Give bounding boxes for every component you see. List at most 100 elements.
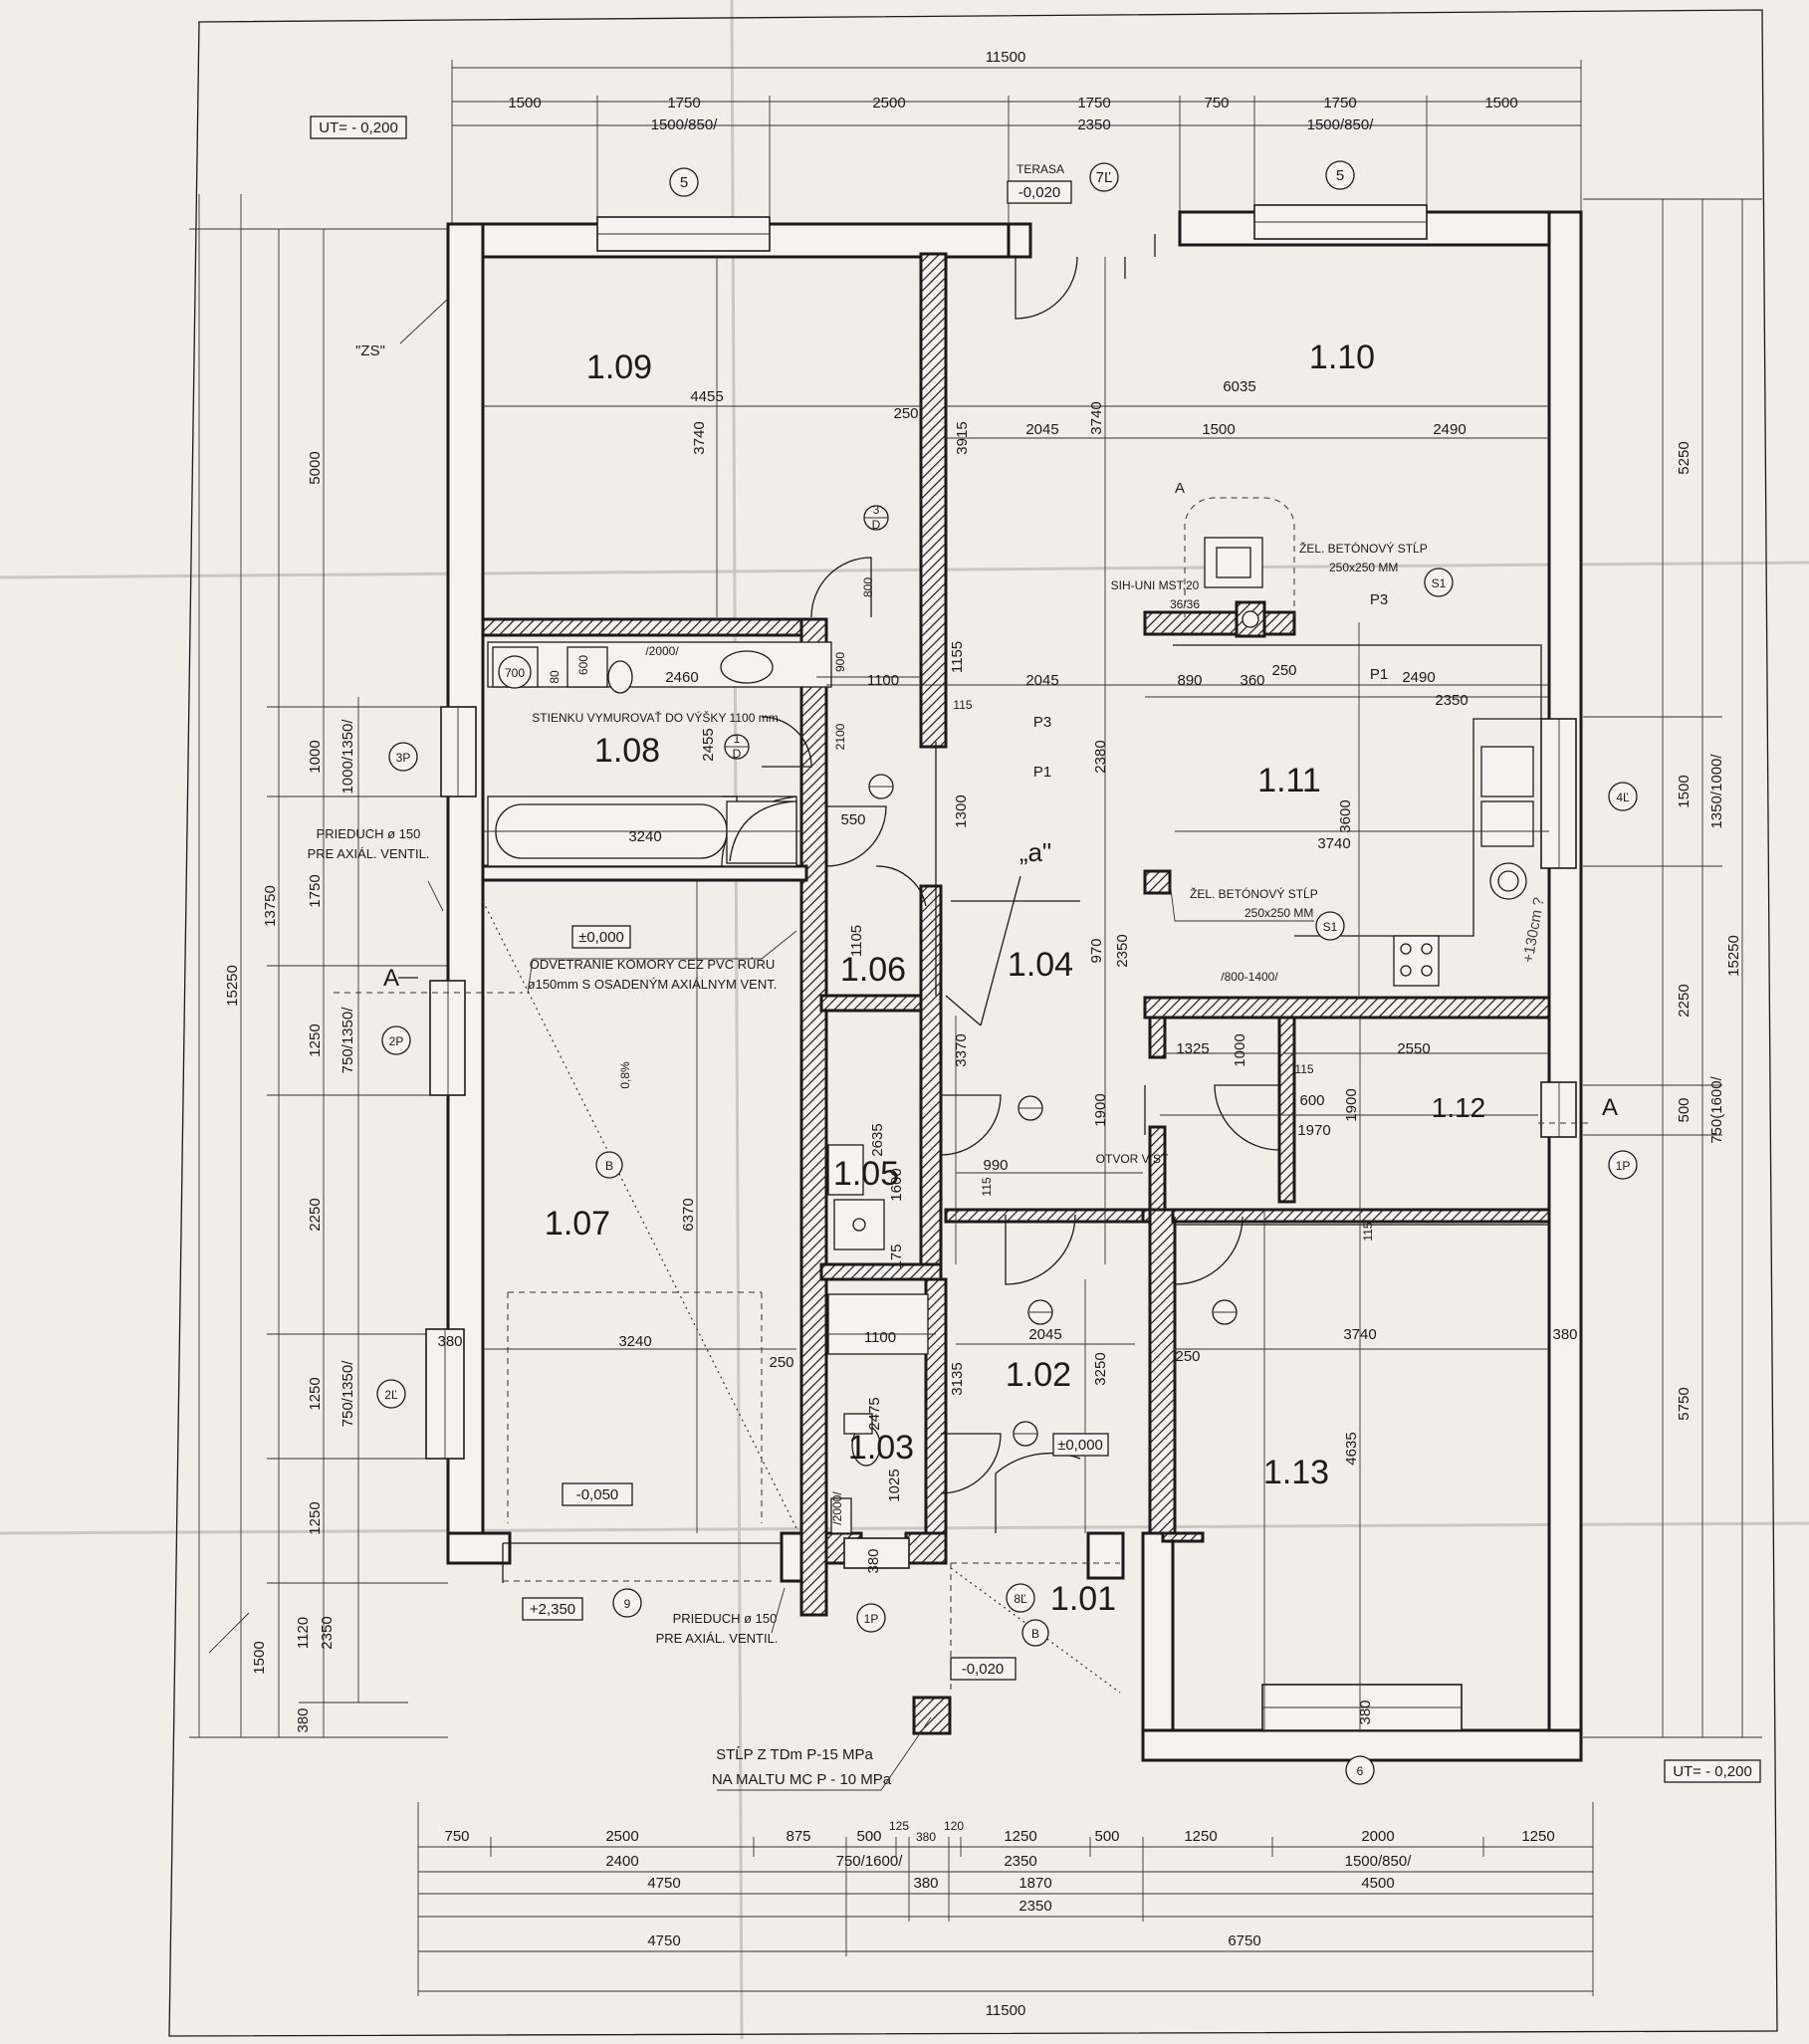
marker-p3-hall: P3 [1033, 714, 1051, 731]
dim-2045-c: 2045 [1028, 1326, 1061, 1343]
marker-window-6: 6 [1357, 1764, 1364, 1778]
level-box-outside [522, 1597, 583, 1621]
dim-top-window-2: 1500/850/ [1307, 116, 1375, 133]
section-lines [334, 875, 1593, 1694]
dim-4635: 4635 [1343, 1432, 1360, 1465]
dim-250-d: 250 [1175, 1348, 1200, 1365]
marker-window-1p-bottom: 1P [864, 1612, 879, 1626]
level-room-102: ±0,000 [1057, 1437, 1103, 1454]
dim-bottom-500a: 500 [856, 1828, 881, 1845]
dim-1100-a: 1100 [867, 672, 899, 689]
dim-right-window-1p: 750(1600/ [1708, 1075, 1725, 1143]
dim-top-door: 2350 [1077, 116, 1110, 133]
note-column-2b: 250x250 MM [1244, 906, 1313, 920]
dim-bottom-1250b: 1250 [1184, 1828, 1217, 1845]
dim-bottom-4750b: 4750 [647, 1932, 680, 1949]
section-b-marker-1: B [605, 1159, 613, 1173]
dim-right-window-4l: 1350/1000/ [1708, 754, 1725, 829]
marker-p1-kitchen: P1 [1370, 666, 1388, 683]
dim-left-1250b: 1250 [307, 1377, 324, 1410]
dim-bottom-window: 1500/850/ [1345, 1853, 1413, 1870]
dim-3915: 3915 [954, 421, 971, 454]
room-1-05: 1.05 [833, 1155, 899, 1193]
dim-1325: 1325 [1176, 1040, 1209, 1057]
dim-380-c: 380 [865, 1548, 882, 1573]
marker-window-5a: 5 [680, 174, 688, 191]
room-1-04: 1.04 [1008, 946, 1073, 984]
dim-890: 890 [1177, 672, 1202, 689]
dim-left-outer: 15250 [224, 965, 241, 1007]
left-dimension-lines [189, 194, 449, 1738]
paper-fold-h2 [0, 1521, 1809, 1535]
level-box-ut-top [310, 115, 407, 139]
room-1-13: 1.13 [1263, 1454, 1329, 1491]
dim-600-b: 600 [576, 655, 590, 675]
dim-top-1: 1500 [508, 95, 541, 112]
note-column-1b: 250x250 MM [1329, 561, 1398, 574]
dim-bottom-125: 125 [889, 1819, 909, 1833]
note-column-2a: ŽEL. BETÓNOVÝ STĹP [1190, 886, 1318, 901]
dim-3370: 3370 [953, 1033, 970, 1066]
note-chimney: SIH-UNI MST.20 [1111, 578, 1200, 592]
column-s1-marker-a: S1 [1432, 576, 1447, 590]
room-1-11: 1.11 [1257, 762, 1321, 799]
dim-bottom-total: 11500 [986, 2002, 1026, 2019]
dim-bottom-875: 875 [786, 1828, 810, 1845]
room-1-06: 1.06 [840, 951, 906, 989]
dim-top-window-1: 1500/850/ [651, 116, 719, 133]
dim-1970: 1970 [1297, 1122, 1330, 1139]
dim-250-c: 250 [769, 1354, 793, 1371]
dim-bottom-500b: 500 [1094, 1828, 1119, 1845]
window-markers [376, 160, 1638, 1785]
dim-left-window-2l: 750/1350/ [339, 1360, 356, 1428]
paper-fold-v1 [730, 0, 744, 2040]
dim-380-a: 380 [437, 1333, 462, 1350]
room-1-01: 1.01 [1050, 1580, 1116, 1618]
exterior-walls [446, 210, 1583, 1762]
marker-p1-hall: P1 [1033, 764, 1051, 781]
room-1-10: 1.10 [1309, 339, 1375, 376]
dim-2475: 2475 [866, 1397, 883, 1430]
room-1-08: 1.08 [594, 732, 660, 770]
dim-1100-b: 1100 [864, 1329, 896, 1346]
marker-window-2l: 2Ľ [384, 1388, 398, 1402]
dim-600: 600 [1299, 1092, 1324, 1109]
marker-door-7l: 7Ľ [1096, 169, 1113, 186]
left-wall-inner-line [482, 257, 503, 1534]
dim-bottom-2500: 2500 [605, 1828, 638, 1845]
note-vent-2a: PRIEDUCH ø 150 [673, 1611, 778, 1626]
dim-6370: 6370 [680, 1198, 697, 1231]
note-vent-1b: PRE AXIÁL. VENTIL. [308, 846, 430, 861]
dim-1500: 1500 [1202, 421, 1235, 438]
level-ut-top: UT= - 0,200 [319, 119, 398, 136]
dim-2455: 2455 [700, 728, 717, 761]
dim-3740-d: 3740 [1343, 1326, 1376, 1343]
dim-3240-b: 3240 [618, 1333, 651, 1350]
terrace-label: TERASA [1017, 162, 1064, 176]
concrete-column-1 [1143, 869, 1172, 895]
windows [425, 204, 1577, 1731]
level-ut-bottom: UT= - 0,200 [1673, 1763, 1752, 1780]
dim-right-1500: 1500 [1676, 775, 1693, 807]
dim-bottom-2400: 2400 [605, 1853, 638, 1870]
dim-top-3: 2500 [872, 95, 905, 112]
note-pantry-b: ø150mm S OSADENÝM AXIÁLNYM VENT. [528, 977, 778, 992]
level-room-107b: -0,050 [576, 1486, 619, 1503]
marker-window-3p: 3P [396, 751, 411, 765]
dim-800: 800 [861, 577, 875, 597]
dim-80: 80 [548, 670, 562, 684]
dim-right-5750: 5750 [1676, 1387, 1693, 1420]
level-box-terrace [1007, 180, 1072, 204]
dim-bottom-door: 750/1600/ [836, 1853, 904, 1870]
note-vent-2-leader [771, 1587, 786, 1634]
note-pillar-leader [717, 1716, 932, 1791]
dim-3740-a: 3740 [691, 421, 708, 454]
dim-2350: 2350 [1435, 692, 1468, 709]
dim-2490-b: 2490 [1402, 669, 1435, 686]
dim-bottom-380: 380 [916, 1830, 936, 1844]
dim-bottom-750: 750 [444, 1828, 469, 1845]
dim-2350-b: 2350 [1114, 934, 1131, 967]
right-dimension-lines [1583, 198, 1762, 1738]
